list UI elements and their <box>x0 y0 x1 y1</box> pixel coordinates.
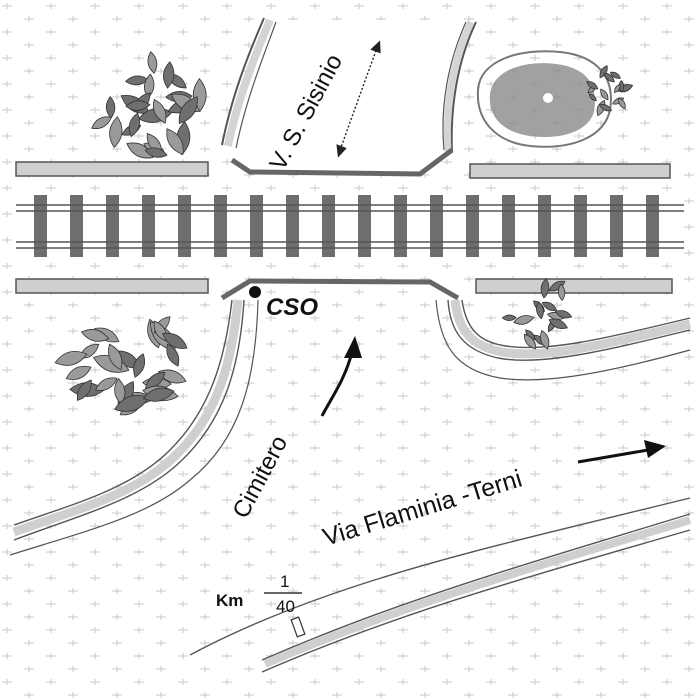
pond-marker-icon <box>543 93 553 103</box>
direction-arrow-icon <box>577 440 666 464</box>
station-code-label: CSO <box>266 294 318 321</box>
km-denominator-label: 40 <box>276 597 295 616</box>
direction-arrow-icon <box>320 336 362 417</box>
station-dot-icon <box>249 286 261 298</box>
via-flaminia-road <box>189 497 692 673</box>
km-marker <box>264 592 306 638</box>
curb-bottom-left <box>15 278 209 294</box>
km-numerator-label: 1 <box>280 572 289 591</box>
deciduous-tree-icon <box>54 316 188 416</box>
double-arrow-icon <box>336 40 381 158</box>
deciduous-tree-icon <box>501 277 573 350</box>
lower-road <box>9 278 692 556</box>
curb-top-right <box>469 163 671 179</box>
upper-road <box>221 17 477 177</box>
curb-top-left <box>15 161 209 177</box>
deciduous-tree-icon <box>586 65 634 117</box>
curb-bottom-right <box>475 278 673 294</box>
railway-track <box>16 195 684 257</box>
km-unit-label: Km <box>216 591 243 610</box>
deciduous-tree-icon <box>91 51 207 159</box>
